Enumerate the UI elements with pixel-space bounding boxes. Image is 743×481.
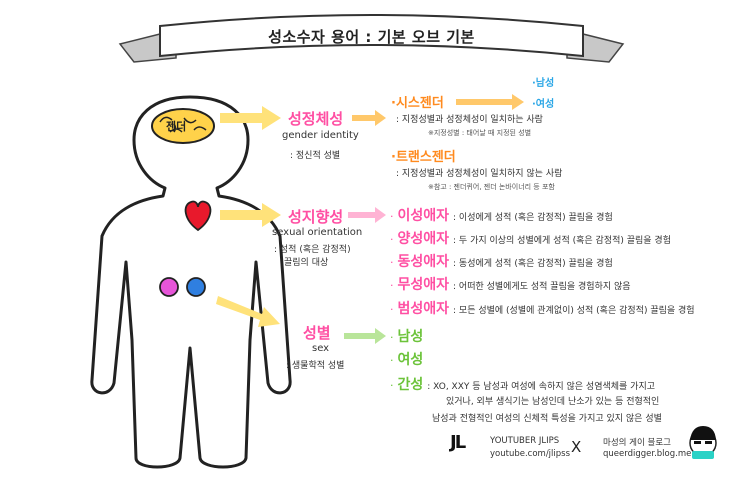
sex-item-intersex: · 간성 : XO, XXY 등 남성과 여성에 속하지 않은 성염색체를 가지… bbox=[390, 374, 655, 394]
orientation-item-desc: : 모든 성별에 (성별에 관계없이) 성적 (혹은 감정적) 끌림을 경험 bbox=[453, 306, 695, 316]
cisgender-branch-female: ·여성 bbox=[532, 99, 555, 110]
cisgender-desc: : 지정성별과 성정체성이 일치하는 사람 bbox=[396, 115, 543, 125]
orientation-item-term: 범성애자 bbox=[397, 301, 450, 317]
footer-blog-url: queerdigger.blog.me bbox=[603, 449, 692, 459]
identity-arrows bbox=[352, 94, 524, 126]
orientation-item-desc: : 이성에게 성적 (혹은 감정적) 끌림을 경험 bbox=[453, 213, 613, 223]
sex-arrow bbox=[344, 328, 386, 344]
title-banner bbox=[118, 14, 625, 63]
sex-item-term: 여성 bbox=[397, 352, 424, 368]
sex-desc: : 생물학적 성별 bbox=[286, 361, 345, 371]
footer-blog-name: 마성의 게이 블로그 bbox=[603, 438, 671, 448]
orientation-term: 성지향성 bbox=[288, 208, 344, 226]
orientation-item-term: 이성애자 bbox=[397, 208, 450, 224]
orientation-item-term: 무성애자 bbox=[397, 277, 450, 293]
transgender-note: ※참고 : 젠더퀴어, 젠더 논바이너리 등 포함 bbox=[428, 183, 555, 191]
avatar-icon bbox=[689, 426, 717, 459]
page-title: 성소수자 용어 : 기본 오브 기본 bbox=[268, 28, 475, 46]
orientation-item-desc: : 동성에게 성적 (혹은 감정적) 끌림을 경험 bbox=[453, 259, 613, 269]
gender-identity-english: gender identity bbox=[282, 130, 359, 141]
orientation-item-term: 동성애자 bbox=[397, 254, 450, 270]
footer-cross: X bbox=[571, 438, 582, 456]
gender-identity-term: 성정체성 bbox=[288, 110, 344, 128]
sex-item-term: 남성 bbox=[397, 329, 424, 345]
gonad-right-icon bbox=[186, 277, 206, 297]
orientation-item-hetero: · 이성애자 : 이성에게 성적 (혹은 감정적) 끌림을 경험 bbox=[390, 205, 613, 225]
orientation-item-pan: · 범성애자 : 모든 성별에 (성별에 관계없이) 성적 (혹은 감정적) 끌… bbox=[390, 298, 695, 318]
orientation-item-asexual: · 무성애자 : 어떠한 성별에게도 성적 끌림을 경험하지 않음 bbox=[390, 274, 631, 294]
orientation-item-desc: : 두 가지 이상의 성별에게 성적 (혹은 감정적) 끌림을 경험 bbox=[453, 236, 671, 246]
cisgender-branch-male: ·남성 bbox=[532, 78, 555, 89]
transgender-term: ·트랜스젠더 bbox=[391, 150, 456, 165]
sex-item-desc: : XO, XXY 등 남성과 여성에 속하지 않은 성염색체를 가지고 bbox=[427, 382, 656, 392]
gender-identity-desc: : 정신적 성별 bbox=[290, 151, 341, 161]
sex-english: sex bbox=[312, 343, 330, 354]
jlips-logo: JL bbox=[450, 432, 466, 453]
orientation-item-desc: : 어떠한 성별에게도 성적 끌림을 경험하지 않음 bbox=[453, 282, 631, 292]
sex-item-female: · 여성 bbox=[390, 349, 427, 369]
intersex-desc-line-3: 남성과 전형적인 여성의 신체적 특성을 가지고 있지 않은 성별 bbox=[432, 414, 662, 424]
transgender-desc: : 지정성별과 성정체성이 일치하지 않는 사람 bbox=[396, 169, 563, 179]
orientation-desc-1: : 성적 (혹은 감정적) bbox=[274, 245, 351, 255]
brain-label: 젠더 bbox=[166, 120, 187, 133]
sex-item-male: · 남성 bbox=[390, 326, 427, 346]
orientation-item-term: 양성애자 bbox=[397, 231, 450, 247]
orientation-desc-2: 끌림의 대상 bbox=[284, 258, 329, 268]
body-arrows bbox=[216, 106, 281, 327]
footer-channel-name: YOUTUBER JLIPS bbox=[490, 436, 560, 446]
intersex-desc-line-2: 있거나, 외부 생식기는 남성인데 난소가 있는 등 전형적인 bbox=[446, 397, 660, 407]
orientation-arrow bbox=[348, 207, 386, 223]
orientation-item-bi: · 양성애자 : 두 가지 이상의 성별에게 성적 (혹은 감정적) 끌림을 경… bbox=[390, 228, 671, 248]
gonad-left-icon bbox=[159, 277, 179, 297]
cisgender-term: ·시스젠더 bbox=[391, 96, 444, 111]
orientation-item-homo: · 동성애자 : 동성에게 성적 (혹은 감정적) 끌림을 경험 bbox=[390, 251, 613, 271]
brain-icon bbox=[151, 108, 215, 144]
cisgender-note: ※지정성별 : 태어날 때 지정된 성별 bbox=[428, 129, 532, 137]
footer-channel-url: youtube.com/jlipss bbox=[490, 449, 571, 459]
sex-term: 성별 bbox=[303, 324, 331, 342]
sex-item-term: 간성 bbox=[397, 377, 424, 393]
heart-icon bbox=[184, 200, 212, 232]
orientation-english: sexual orientation bbox=[272, 227, 363, 238]
